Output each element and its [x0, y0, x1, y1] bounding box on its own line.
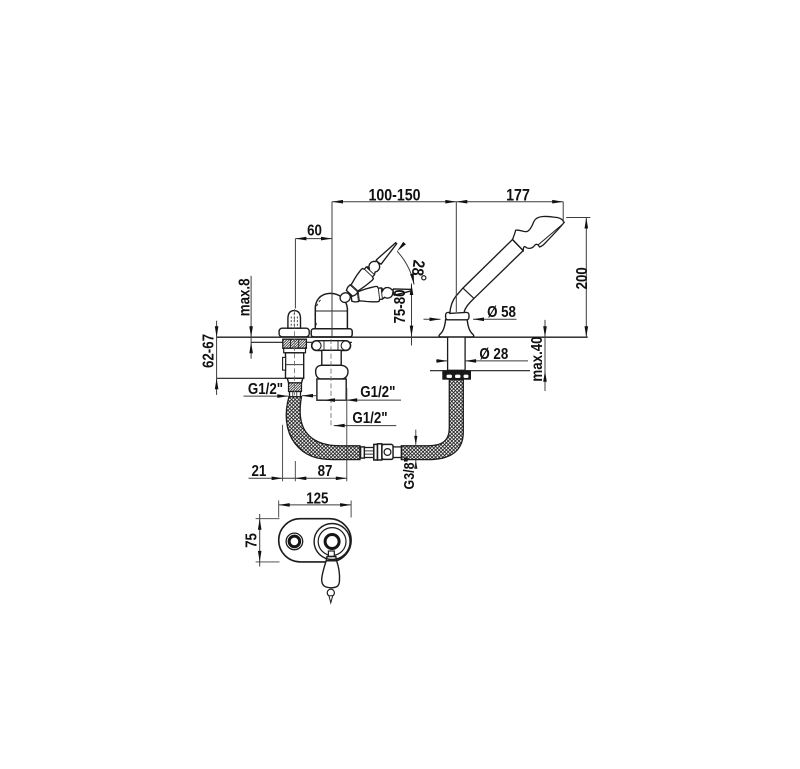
svg-text:100-150: 100-150 [368, 186, 420, 204]
svg-text:87: 87 [318, 463, 333, 480]
svg-text:60: 60 [307, 223, 322, 240]
svg-text:max.8: max.8 [237, 279, 254, 317]
svg-text:G1/2": G1/2" [248, 381, 283, 398]
svg-text:G1/2": G1/2" [352, 410, 387, 427]
svg-text:125: 125 [306, 491, 328, 508]
svg-text:28: 28 [408, 259, 428, 277]
svg-text:max.40: max.40 [529, 336, 546, 381]
svg-text:75-80: 75-80 [392, 289, 409, 323]
svg-text:Ø 58: Ø 58 [487, 304, 516, 321]
svg-text:Ø 28: Ø 28 [479, 346, 508, 363]
svg-text:200: 200 [574, 267, 591, 289]
svg-text:62-67: 62-67 [201, 334, 218, 368]
svg-text:177: 177 [506, 186, 530, 204]
svg-text:21: 21 [251, 463, 266, 480]
svg-text:G3/8": G3/8" [401, 457, 417, 490]
svg-text:75: 75 [244, 533, 261, 548]
svg-text:G1/2": G1/2" [360, 384, 395, 401]
